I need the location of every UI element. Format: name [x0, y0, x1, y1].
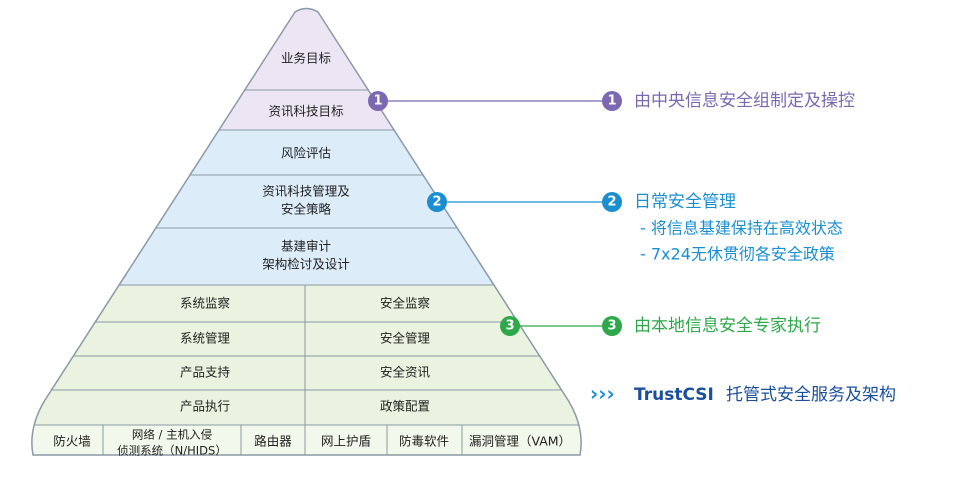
- annotation-1-circle: [602, 91, 622, 111]
- tier3-left-item: 产品执行: [180, 399, 230, 414]
- base-item-router: 路由器: [254, 434, 292, 449]
- tier3-left-item: 产品支持: [180, 365, 230, 380]
- base-item-ids-line2: 侦测系统（N/HIDS）: [117, 444, 227, 458]
- marker-1-circle: [368, 91, 388, 111]
- annotation-2-circle: [602, 192, 622, 212]
- base-item-web-shield: 网上护盾: [321, 434, 371, 449]
- annotation-2-title: 日常安全管理: [634, 192, 736, 212]
- marker-1-number: 1: [373, 94, 382, 109]
- tier1-background: [31, 8, 582, 130]
- tier2-item-it-management-line1: 资讯科技管理及: [262, 184, 350, 199]
- tier3-background: [31, 285, 582, 425]
- marker-3-number: 3: [505, 319, 514, 334]
- annotation-2-bullet-1: - 将信息基建保持在高效状态: [640, 219, 843, 238]
- chevron-arrows-icon: ›››: [590, 382, 615, 406]
- base-background: [31, 425, 582, 455]
- footer-brand: TrustCSI: [634, 385, 714, 405]
- base-item-firewall: 防火墙: [53, 434, 91, 449]
- tier1-item-it-goal: 资讯科技目标: [268, 104, 343, 119]
- annotation-3-number: 3: [607, 319, 616, 334]
- annotation-3-circle: [602, 316, 622, 336]
- pyramid-outline: [31, 7, 582, 456]
- tier3-left-item: 系统监察: [180, 296, 231, 311]
- tier2-item-it-management-line2: 安全策略: [281, 202, 332, 217]
- base-item-antivirus: 防毒软件: [399, 434, 449, 449]
- marker-3-circle: [500, 316, 520, 336]
- footer-text: 托管式安全服务及架构: [726, 385, 896, 405]
- base-item-vam: 漏洞管理（VAM）: [469, 434, 571, 449]
- annotation-1-number: 1: [607, 94, 616, 109]
- tier2-item-risk-assessment: 风险评估: [281, 146, 331, 161]
- base-item-ids-line1: 网络 / 主机入侵: [132, 428, 212, 442]
- annotation-3-text: 由本地信息安全专家执行: [634, 316, 821, 336]
- tier3-right-item: 安全管理: [380, 331, 431, 346]
- annotation-2-number: 2: [607, 195, 616, 210]
- annotation-2-bullet-2: - 7x24无休贯彻各安全政策: [640, 245, 835, 264]
- tier3-right-item: 安全监察: [380, 296, 431, 311]
- tier2-background: [31, 130, 582, 285]
- tier3-left-item: 系统管理: [180, 331, 231, 346]
- tier3-right-item: 政策配置: [380, 399, 430, 414]
- tier2-item-infra-audit-line1: 基建审计: [281, 239, 331, 254]
- tier2-item-infra-audit-line2: 架构检讨及设计: [262, 257, 350, 272]
- annotation-1-text: 由中央信息安全组制定及操控: [634, 91, 855, 111]
- tier3-right-item: 安全资讯: [380, 365, 431, 380]
- marker-2-number: 2: [432, 195, 441, 210]
- marker-2-circle: [427, 192, 447, 212]
- tier1-item-business-goal: 业务目标: [281, 51, 331, 66]
